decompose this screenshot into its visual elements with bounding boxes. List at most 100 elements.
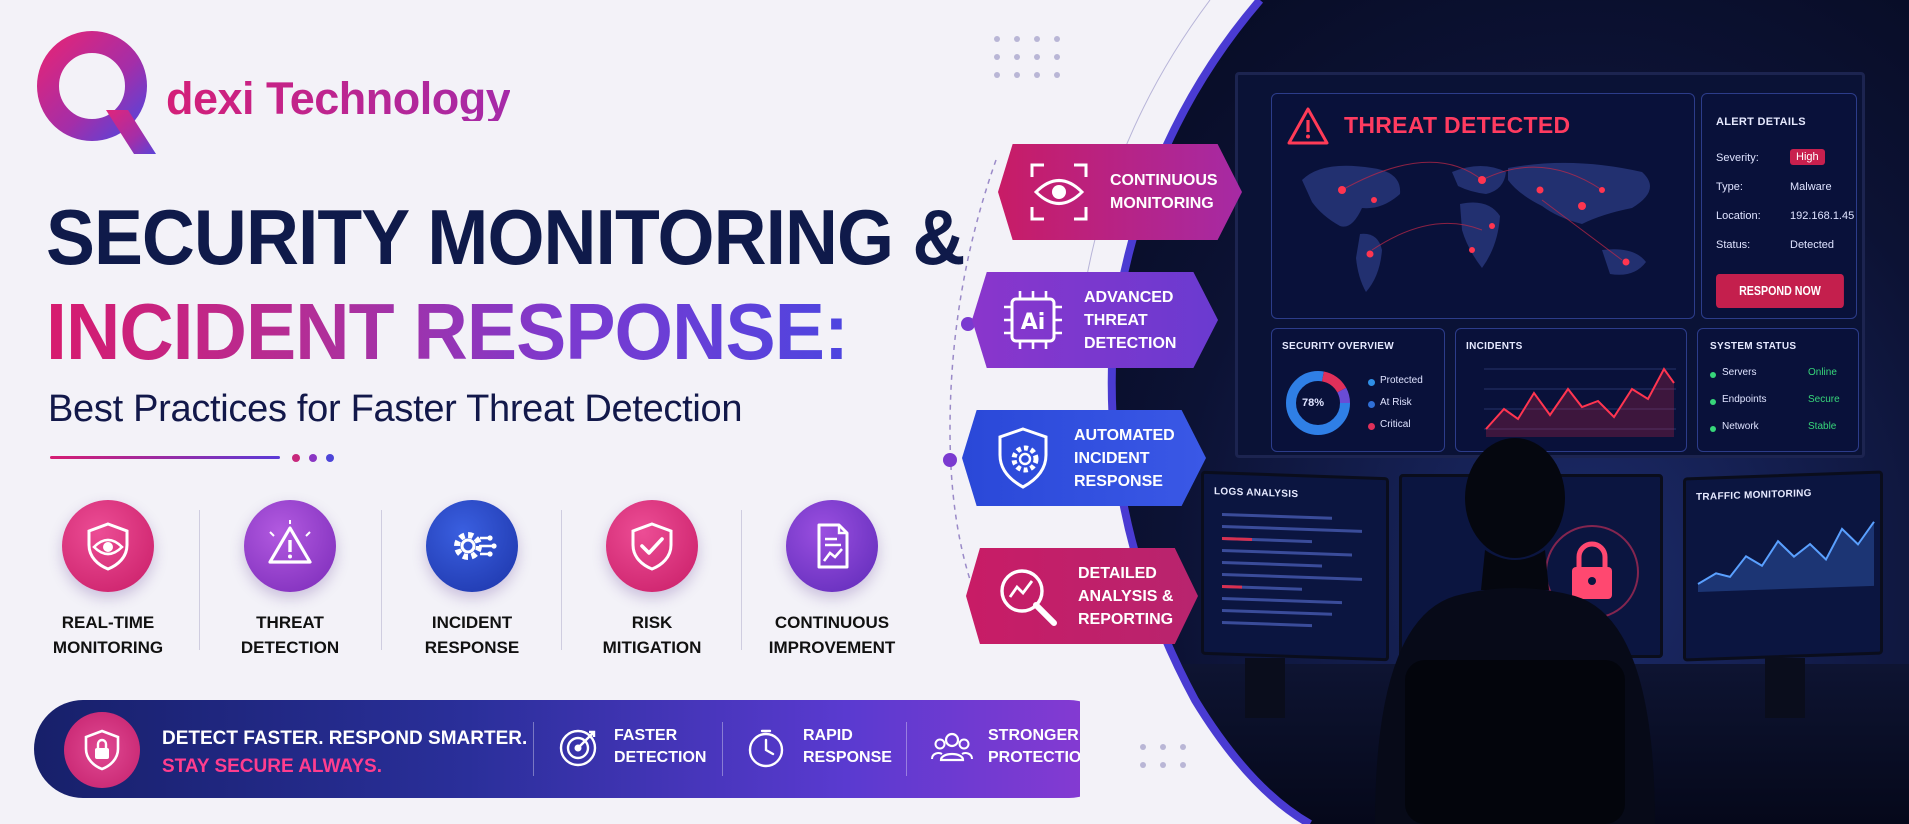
headline-subtitle: Best Practices for Faster Threat Detecti… [48,388,743,430]
tag-label: THREAT [1084,311,1148,329]
legend-dot [1368,401,1375,408]
banner-item-label: FASTER [614,727,678,744]
banner-item-label: PROTECTION [988,749,1093,766]
shield-lock-icon [64,712,140,788]
incidents-title: INCIDENTS [1466,341,1523,352]
status-dot [1710,372,1716,378]
severity-badge: High [1790,149,1825,165]
overview-donut-chart [1286,371,1350,435]
banner-separator [906,722,907,776]
alert-key: Status: [1716,239,1751,251]
threat-detected-title: THREAT DETECTED [1344,112,1571,138]
system-value: Online [1808,367,1837,378]
magnifier-chart-icon [1000,569,1057,626]
status-dot [1710,399,1716,405]
alert-value: Malware [1790,181,1832,193]
decorative-dots [994,36,1060,78]
system-key: Servers [1722,367,1757,378]
feature-label: MITIGATION [602,638,702,657]
brand-name: dexi Technology [166,73,511,124]
decorative-dots [1140,744,1186,768]
alert-details-panel: ALERT DETAILS Severity: High Type: Malwa… [1701,93,1857,319]
feature-threat-detection: THREAT DETECTION [200,500,380,660]
stopwatch-icon [748,729,784,768]
alert-key: Severity: [1716,152,1759,164]
respond-now-button[interactable]: RESPOND NOW [1716,274,1844,308]
operator-silhouette [1375,438,1655,824]
banner-tagline-accent: STAY SECURE ALWAYS. [162,756,382,777]
feature-incident-response: INCIDENT RESPONSE [382,500,562,660]
tag-label: CONTINUOUS [1110,172,1218,189]
banner-item-label: STRONGER [988,727,1079,744]
divider-dot [292,454,300,462]
eye-scan-icon [1030,163,1088,221]
divider-line [50,456,280,459]
legend-dot [1368,423,1375,430]
tags-connector [943,159,997,641]
system-status-panel: SYSTEM STATUS Servers Online Endpoints S… [1697,328,1859,452]
tag-label: ADVANCED [1084,288,1174,306]
tag-label: DETECTION [1084,334,1177,352]
eye-shield-icon [62,500,154,592]
system-key: Network [1722,421,1759,432]
monitor-stand [1245,658,1285,718]
divider-dot [309,454,317,462]
warning-triangle-icon [1287,107,1329,145]
legend-label: Protected [1380,375,1423,386]
alert-value: Detected [1790,239,1835,251]
ai-chip-icon: Ai [1004,291,1062,349]
tag-advanced-threat-detection: Ai ADVANCED THREAT DETECTION [972,272,1218,368]
feature-separator [741,510,742,650]
feature-label: CONTINUOUS [774,613,890,632]
feature-separator [381,510,382,650]
feature-label: MONITORING [52,638,164,657]
system-value: Stable [1808,421,1837,432]
tag-label: INCIDENT [1074,449,1150,467]
logs-monitor: LOGS ANALYSIS [1201,470,1389,662]
warning-triangle-icon [244,500,336,592]
feature-separator [199,510,200,650]
scene-curve-edge [1080,0,1312,824]
shield-check-icon [606,500,698,592]
incidents-line-chart [1484,367,1676,437]
gear-network-icon [426,500,518,592]
feature-label: INCIDENT [431,613,513,632]
tag-label: ANALYSIS & [1078,587,1174,605]
banner-item-stronger-protection: STRONGER PROTECTION [988,725,1093,769]
status-dot [1710,426,1716,432]
system-status-title: SYSTEM STATUS [1710,341,1797,352]
shield-gear-icon [998,427,1048,489]
alert-key: Type: [1716,181,1743,193]
tag-continuous-monitoring: CONTINUOUS MONITORING [998,144,1242,240]
alert-key: Location: [1716,210,1761,222]
legend-label: At Risk [1380,397,1412,408]
feature-label: DETECTION [240,638,340,657]
tag-detailed-analysis-reporting: DETAILED ANALYSIS & REPORTING [966,548,1198,644]
overview-percent: 78% [1302,397,1325,409]
tag-label: MONITORING [1110,195,1214,212]
tag-label: REPORTING [1078,610,1174,628]
system-key: Endpoints [1722,394,1767,405]
chip-text: Ai [1021,310,1046,335]
report-chart-icon [786,500,878,592]
banner-separator [722,722,723,776]
traffic-line-chart [1697,521,1875,592]
feature-label: THREAT [256,613,324,632]
feature-label: RESPONSE [424,638,520,657]
security-overview-title: SECURITY OVERVIEW [1282,341,1394,352]
banner-separator [533,722,534,776]
tag-label: DETAILED [1078,564,1157,582]
target-icon [559,729,597,767]
legend-dot [1368,379,1375,386]
tag-label: RESPONSE [1074,472,1163,490]
security-overview-panel: SECURITY OVERVIEW 78% Protected At Risk … [1271,328,1445,452]
headline-line-1: SECURITY MONITORING & [46,193,966,281]
banner-tagline: DETECT FASTER. RESPOND SMARTER. [162,728,528,749]
brand-logo-icon [37,31,156,154]
legend-label: Critical [1380,419,1411,430]
